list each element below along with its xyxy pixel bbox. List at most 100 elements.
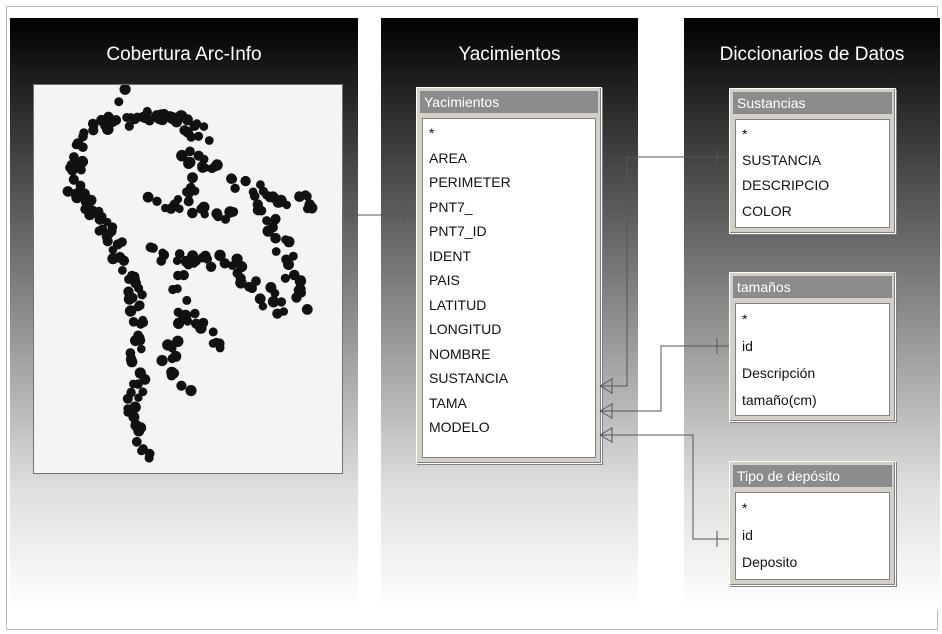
table-yacimientos-title[interactable]: Yacimientos [420, 91, 598, 113]
map-point [219, 258, 230, 269]
map-point [208, 327, 218, 337]
field-item[interactable]: PNT7_ [429, 198, 473, 215]
map-point [196, 203, 207, 214]
map-point [67, 165, 78, 176]
map-point [296, 275, 306, 285]
map-point [276, 297, 287, 307]
field-item[interactable]: PNT7_ID [429, 223, 487, 239]
field-item[interactable]: IDENT [429, 247, 471, 264]
field-item[interactable]: Deposito [742, 554, 798, 570]
map-point [283, 259, 294, 270]
field-item[interactable]: SUSTANCIA [742, 151, 822, 168]
map-point [118, 266, 127, 275]
table-yacimientos-fields: * AREA PERIMETER PNT7_ PNT7_ID IDENT PAI… [422, 118, 596, 458]
map-point [235, 277, 247, 289]
map-point [128, 317, 139, 327]
map-point [168, 344, 177, 353]
map-point [133, 425, 145, 437]
field-item[interactable]: TAMA [429, 394, 467, 411]
table-tamanos[interactable]: tamaños * id Descripción tamaño(cm) [729, 272, 896, 422]
map-point [71, 140, 81, 150]
field-item[interactable]: PERIMETER [429, 174, 511, 190]
map-point [301, 304, 313, 315]
map-point [262, 216, 272, 226]
map-point [97, 224, 108, 235]
table-sustancias-title[interactable]: Sustancias [733, 92, 892, 114]
field-item[interactable]: Descripción [742, 365, 816, 381]
field-item[interactable]: SUSTANCIA [429, 370, 509, 386]
map-point [182, 295, 192, 305]
map-point [156, 255, 167, 266]
map-point [114, 97, 124, 107]
relationship-modelo[interactable] [599, 427, 729, 547]
field-item[interactable]: MODELO [429, 419, 490, 435]
map-point [110, 115, 122, 126]
field-item[interactable]: PAIS [429, 272, 460, 288]
map-point [107, 222, 118, 232]
map-point [137, 344, 146, 354]
map-point [262, 225, 274, 237]
map-point [303, 204, 312, 214]
map-point [119, 83, 131, 95]
map-point [240, 175, 251, 187]
map-point [181, 114, 193, 126]
map-point [280, 273, 290, 283]
field-item[interactable]: LATITUD [429, 296, 487, 313]
map-point [303, 191, 312, 201]
map-point [193, 150, 204, 161]
table-tipo-deposito-fields: * id Deposito [735, 492, 890, 580]
map-point [199, 122, 209, 131]
map-point [184, 189, 194, 199]
map-point [142, 191, 154, 203]
field-item[interactable]: id [742, 527, 753, 543]
map-point [208, 339, 218, 348]
map-point [118, 255, 130, 266]
table-tipo-deposito-title[interactable]: Tipo de depósito [733, 465, 892, 487]
field-item[interactable]: COLOR [742, 202, 792, 219]
relationship-coverage-yacimientos[interactable] [342, 207, 416, 223]
field-item[interactable]: * [742, 311, 748, 327]
map-point [156, 355, 168, 367]
map-point [176, 380, 187, 391]
map-point [117, 237, 127, 247]
table-tamanos-fields: * id Descripción tamaño(cm) [735, 303, 890, 416]
map-point [134, 393, 143, 402]
map-point [176, 149, 188, 162]
map-point [279, 307, 289, 316]
map-point [167, 353, 177, 364]
map-point [185, 146, 195, 157]
map-point [175, 204, 184, 214]
map-point [258, 302, 268, 311]
field-item[interactable]: NOMBRE [429, 345, 491, 362]
field-item[interactable]: AREA [429, 149, 468, 166]
field-item[interactable]: LONGITUD [429, 321, 502, 337]
map-point [275, 194, 287, 207]
map-point [68, 174, 79, 185]
field-item[interactable]: id [742, 338, 753, 354]
map-point [214, 249, 226, 261]
map-point [209, 162, 219, 172]
map-point [256, 205, 267, 216]
map-point [183, 316, 193, 326]
map-point [144, 448, 155, 459]
map-point [267, 296, 280, 308]
field-item[interactable]: DESCRIPCIO [742, 177, 830, 193]
relationship-sustancia[interactable] [599, 149, 729, 394]
map-point [185, 385, 197, 397]
map-point [187, 207, 198, 219]
relationship-tama[interactable] [599, 338, 729, 419]
map-point [193, 131, 204, 141]
field-item[interactable]: * [742, 500, 748, 516]
field-item[interactable]: * [429, 125, 435, 141]
map-point [283, 236, 295, 248]
map-point [94, 214, 106, 225]
table-yacimientos[interactable]: Yacimientos * AREA PERIMETER PNT7_ PNT7_… [416, 87, 602, 464]
table-tamanos-title[interactable]: tamaños [733, 276, 892, 298]
field-item[interactable]: tamaño(cm) [742, 392, 817, 408]
map-point [291, 292, 302, 303]
field-item[interactable]: * [742, 126, 748, 142]
table-tipo-deposito[interactable]: Tipo de depósito * id Deposito [729, 461, 896, 586]
table-sustancias[interactable]: Sustancias * SUSTANCIA DESCRIPCIO COLOR [729, 88, 896, 234]
map-point [236, 261, 248, 273]
map-point [138, 317, 149, 328]
